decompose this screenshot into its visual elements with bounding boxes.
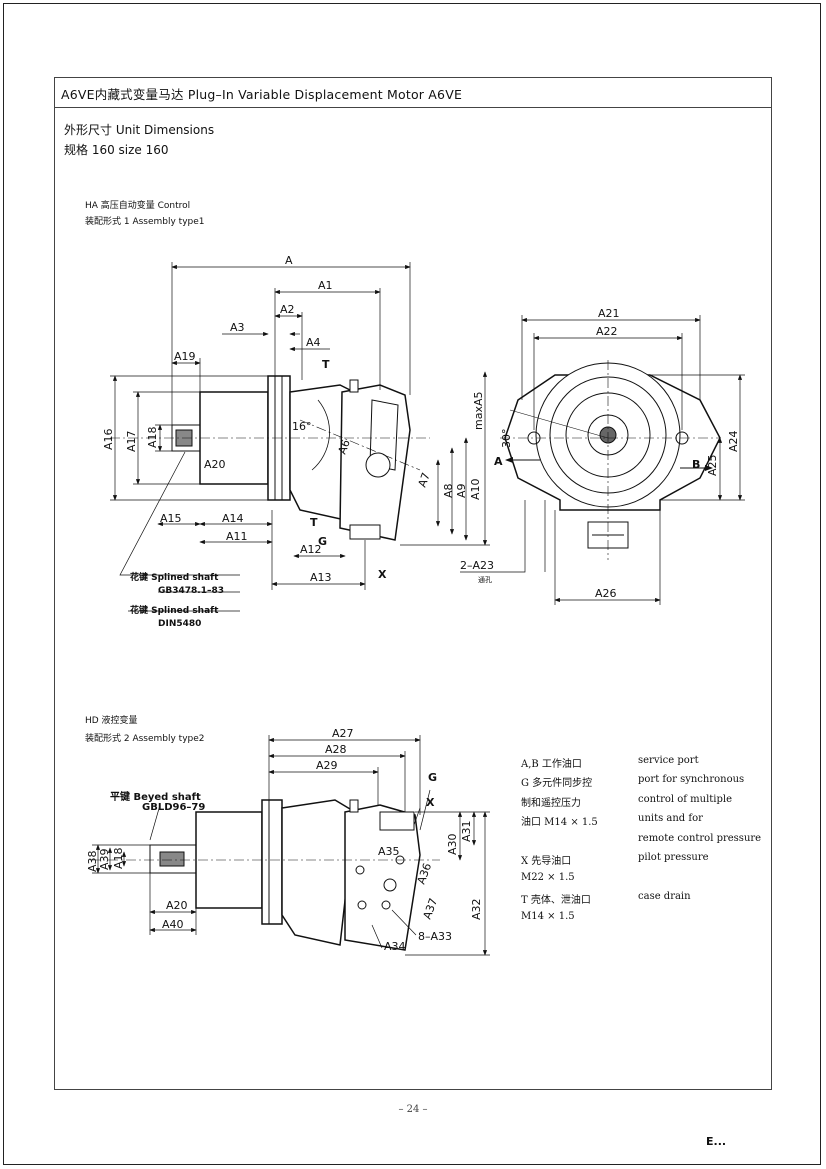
dim-A13: A13 — [310, 571, 332, 584]
view1-side-drawing — [110, 375, 430, 541]
dim-A12: A12 — [300, 543, 322, 556]
port-B: B — [692, 458, 700, 471]
dim-A22: A22 — [596, 325, 618, 338]
angle-30: 30° — [500, 429, 513, 449]
dim-A4: A4 — [306, 336, 321, 349]
view3-side-drawing — [90, 799, 440, 951]
legend-en-2: port for synchronous — [638, 774, 745, 785]
dim-A3: A3 — [230, 321, 245, 334]
view2-dimension-lines — [460, 315, 745, 605]
control-label-hd: HD 液控变量 — [85, 716, 138, 726]
dim-A10: A10 — [469, 478, 482, 500]
page-border — [3, 3, 821, 1165]
dim-A34: A34 — [384, 940, 406, 953]
view1-dimension-labels: A A1 A2 A3 A4 A19 A16 A17 A18 A20 A15 A1… — [102, 254, 485, 584]
keyed-shaft-label: 平键 Beyed shaft — [110, 792, 201, 803]
dim-A28: A28 — [325, 743, 347, 756]
dim-A6: A6 — [336, 438, 353, 456]
dim-A8: A8 — [442, 483, 455, 498]
dim-A38: A38 — [86, 850, 99, 872]
unit-dimensions-heading: 外形尺寸 Unit Dimensions — [64, 123, 215, 137]
legend-cn-9: M14 × 1.5 — [521, 911, 575, 922]
size-heading: 规格 160 size 160 — [64, 143, 169, 157]
page-title: A6VE内藏式变量马达 Plug–In Variable Displacemen… — [61, 87, 463, 102]
port-G: G — [318, 535, 327, 548]
dim-A11: A11 — [226, 530, 248, 543]
splined-shaft-std-2: DIN5480 — [158, 619, 202, 629]
dim-A: A — [285, 254, 293, 267]
view1-dimension-lines — [110, 262, 490, 612]
dim-A18: A18 — [146, 426, 159, 448]
legend-cn-7: M22 × 1.5 — [521, 872, 575, 883]
dim-A7: A7 — [416, 471, 433, 489]
port-T-top: T — [322, 358, 330, 371]
port-T-bottom: T — [310, 516, 318, 529]
legend-en-8: case drain — [638, 891, 691, 902]
dim-2-A23: 2–A23 — [460, 559, 494, 572]
dim-maxA5: maxA5 — [472, 392, 485, 431]
splined-shaft-label-1: 花键 Splined shaft — [130, 573, 219, 583]
dim-A20: A20 — [204, 458, 226, 471]
dim-A24: A24 — [727, 430, 740, 452]
dim-8-A33: 8–A33 — [418, 930, 452, 943]
legend-cn-4: 油口 M14 × 1.5 — [521, 817, 598, 828]
port-X-view3: X — [426, 796, 435, 809]
dim-A15: A15 — [160, 512, 182, 525]
dim-A17: A17 — [125, 430, 138, 452]
view3-dimension-labels: A27 A28 A29 A30 A31 A32 8–A33 A34 A35 A3… — [86, 727, 483, 953]
legend-cn-3: 制和遥控压力 — [521, 798, 581, 809]
legend-en-6: pilot pressure — [638, 852, 709, 863]
view3-dimension-lines — [92, 735, 490, 956]
port-X: X — [378, 568, 387, 581]
legend-cn-2: G 多元件同步控 — [521, 778, 593, 789]
dim-A26: A26 — [595, 587, 617, 600]
dim-A2: A2 — [280, 303, 295, 316]
legend-cn-6: X 先导油口 — [521, 856, 572, 867]
dim-A30: A30 — [446, 833, 459, 855]
control-label-ha: HA 高压自动变量 Control — [85, 201, 191, 211]
dim-A40: A40 — [162, 918, 184, 931]
dim-A9: A9 — [455, 483, 468, 498]
dim-A39: A39 — [98, 848, 111, 870]
dim-A31: A31 — [460, 820, 473, 842]
angle-16: 16° — [292, 420, 312, 433]
legend-cn-8: T 壳体、泄油口 — [521, 895, 591, 906]
port-G-view3: G — [428, 771, 437, 784]
dim-A25: A25 — [706, 454, 719, 476]
dim-A29: A29 — [316, 759, 338, 772]
view2-front-drawing — [500, 360, 721, 560]
port-A: A — [494, 455, 503, 468]
splined-shaft-std-1: GB3478.1–83 — [158, 586, 225, 596]
dim-A16: A16 — [102, 428, 115, 450]
dim-A21: A21 — [598, 307, 620, 320]
view2-dimension-labels: A21 A22 A24 A25 A26 2–A23 通孔 30° A B — [460, 307, 740, 600]
dim-A27: A27 — [332, 727, 354, 740]
keyed-shaft-std: GBLD96–79 — [142, 802, 206, 813]
dim-A20-view3: A20 — [166, 899, 188, 912]
dim-A14: A14 — [222, 512, 244, 525]
legend-en-3: control of multiple — [638, 794, 733, 805]
dim-A35: A35 — [378, 845, 400, 858]
dim-A32: A32 — [470, 898, 483, 920]
content-panel: A6VE内藏式变量马达 Plug–In Variable Displacemen… — [54, 77, 772, 1090]
page-number: – 24 – — [398, 1104, 428, 1115]
dim-A1: A1 — [318, 279, 333, 292]
legend-en-1: service port — [638, 755, 699, 766]
assembly-type2-label: 装配形式 2 Assembly type2 — [85, 734, 205, 744]
legend-cn-1: A,B 工作油口 — [521, 759, 582, 770]
dim-A37: A37 — [421, 896, 441, 921]
legend-en-4: units and for — [638, 813, 703, 824]
dim-A18-view3: A18 — [112, 847, 125, 869]
assembly-type1-label: 装配形式 1 Assembly type1 — [85, 217, 205, 227]
title-bar: A6VE内藏式变量马达 Plug–In Variable Displacemen… — [55, 78, 771, 108]
dim-A19: A19 — [174, 350, 196, 363]
legend-en-5: remote control pressure — [638, 833, 762, 844]
through-hole-note: 通孔 — [478, 575, 492, 584]
footer-mark: E... — [706, 1135, 727, 1148]
